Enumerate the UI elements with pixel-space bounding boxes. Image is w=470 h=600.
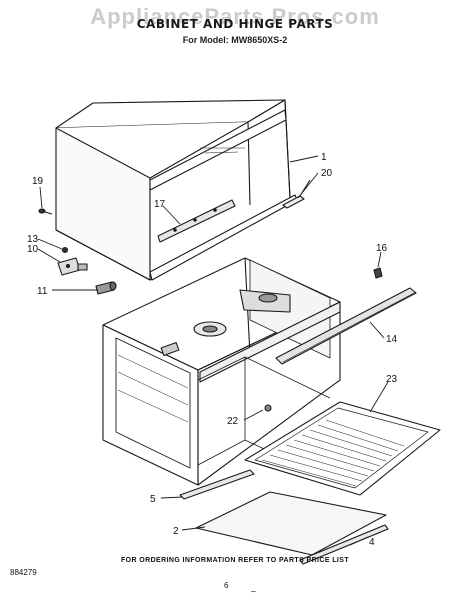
callout-4: 4 — [369, 537, 375, 548]
cabinet-wrapper-part — [55, 99, 298, 281]
callout-1: 1 — [321, 152, 327, 163]
bottom-strip-part — [179, 469, 255, 500]
page-number: 6 — [224, 581, 229, 590]
callout-11: 11 — [37, 286, 48, 297]
callout-13: 13 — [27, 234, 39, 245]
callout-23: 23 — [386, 374, 398, 385]
callout-16: 16 — [376, 243, 388, 254]
rear-strip-part — [299, 524, 389, 565]
callout-22: 22 — [227, 416, 239, 427]
glass-panel-part — [195, 491, 387, 556]
hinge-hardware-parts — [57, 246, 117, 295]
watermark: ApplianceParts Pros.com — [90, 4, 380, 29]
callout-10: 10 — [27, 244, 39, 255]
hinge-strip-part — [157, 199, 236, 243]
diagram-title: CABINET AND HINGE PARTS — [136, 17, 334, 31]
callout-5: 5 — [150, 494, 156, 505]
callout-14: 14 — [386, 334, 398, 345]
screw-part — [38, 208, 53, 215]
handwritten-signature: ~ — [250, 587, 257, 596]
right-rail-part — [275, 287, 417, 365]
leader-lines — [37, 155, 389, 546]
screw-part-right — [373, 267, 383, 279]
door-panel-part — [244, 401, 441, 496]
callout-2: 2 — [173, 526, 179, 537]
callout-19: 19 — [32, 176, 44, 187]
document-number: 884279 — [10, 568, 37, 577]
model-subtitle: For Model: MW8650XS-2 — [182, 35, 288, 45]
callout-17: 17 — [154, 199, 166, 210]
oven-chassis — [102, 257, 341, 486]
ordering-note: FOR ORDERING INFORMATION REFER TO PARTS … — [120, 557, 350, 564]
callout-20: 20 — [321, 168, 333, 179]
